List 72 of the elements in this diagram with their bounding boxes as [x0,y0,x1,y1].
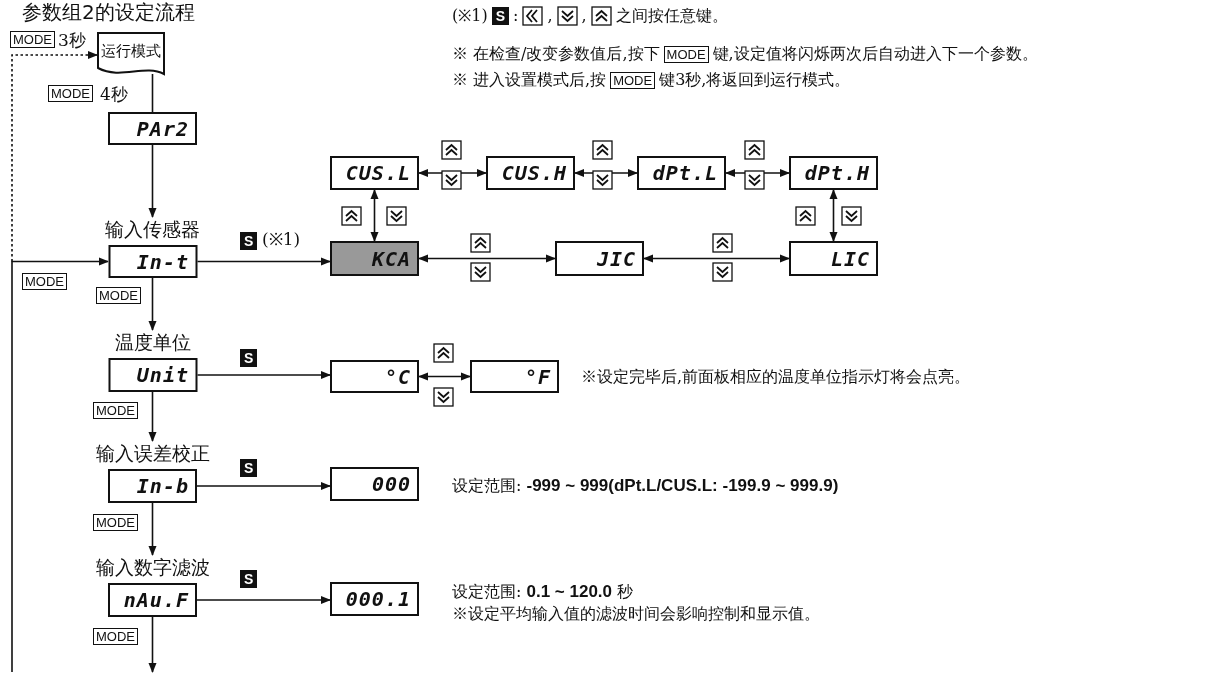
note-text: , [547,6,553,26]
note-text: 设定范围: -999 ~ 999(dPt.L/CUS.L: -199.9 ~ 999.9) [452,476,839,496]
display-box: JIC [555,241,644,276]
arrow [196,371,331,379]
s-key: S [240,570,258,588]
title: 参数组2的设定流程 [22,0,195,24]
parameter-label: 温度单位 [114,330,191,354]
arrow [196,482,331,490]
s-key: S [240,349,258,367]
note-text: (※1) [452,6,488,26]
mode-key: MODE [93,514,138,531]
note-text: , [581,6,587,26]
arrow [148,616,157,673]
mode-key: MODE [10,31,55,48]
display-box: 000 [330,467,419,501]
edge-label: 4秒 [100,84,128,104]
parameter-label: 输入传感器 [105,217,200,241]
note-text: ※设定完毕后,前面板相应的温度单位指示灯将会点亮。 [581,367,971,387]
note-text: 设定范围: 0.1 ~ 120.0 秒 [452,582,634,602]
arrow [148,502,157,556]
mode-key: MODE [610,71,656,89]
display-box: dPt.L [637,156,726,190]
display-box: PAr2 [108,112,197,145]
mode-key: MODE [663,45,709,63]
display-box: nAu.F [108,583,197,617]
double-arrow [418,372,471,381]
parameter-label: 输入误差校正 [95,441,210,465]
double-arrow [370,189,379,242]
arrow [148,277,157,331]
document-box: 运行模式 [97,32,165,78]
note-text: ※ 进入设置模式后,按 [452,70,607,90]
display-box: dPt.H [789,156,878,190]
display-box: LIC [789,241,878,276]
mode-key: MODE [93,628,138,645]
double-arrow [643,254,790,263]
arrow [196,596,331,604]
s-key: S [240,232,258,250]
display-box: In-t [108,245,197,278]
s-key: S [240,459,258,477]
double-arrow [829,189,838,242]
arrow [196,257,331,266]
display-box: KCA [330,241,419,276]
double-arrow [418,254,556,263]
edge-label: 3秒 [58,30,86,50]
note-text: : [513,6,519,26]
note-text: ※ 在检查/改变参数值后,按下 [452,44,660,64]
display-box: °C [330,360,419,393]
display-box: In-b [108,469,197,503]
mode-key: MODE [96,287,141,304]
note-text: 键,设定值将闪烁两次后自动进入下一个参数。 [712,44,1038,64]
arrow [11,257,109,673]
note-text: 之间按任意键。 [615,6,728,26]
parameter-label: 输入数字滤波 [95,555,210,579]
display-box: CUS.L [330,156,419,190]
mode-key: MODE [22,273,67,290]
display-box: CUS.H [486,156,575,190]
note-text: ※设定平均输入值的滤波时间会影响控制和显示值。 [452,604,820,624]
double-arrow [418,169,487,177]
edge-label: (※1) [262,229,301,249]
arrow [148,144,157,218]
display-box: °F [470,360,559,393]
display-box: 000.1 [330,582,419,616]
dotted-arrow [11,51,98,263]
double-arrow [725,169,790,177]
connector-line [151,73,154,113]
s-key: S [491,7,509,25]
mode-key: MODE [93,402,138,419]
note-text: 键3秒,将返回到运行模式。 [659,70,851,90]
double-arrow [574,169,638,177]
display-box: Unit [108,358,197,392]
mode-key: MODE [48,85,93,102]
arrow [148,391,157,442]
